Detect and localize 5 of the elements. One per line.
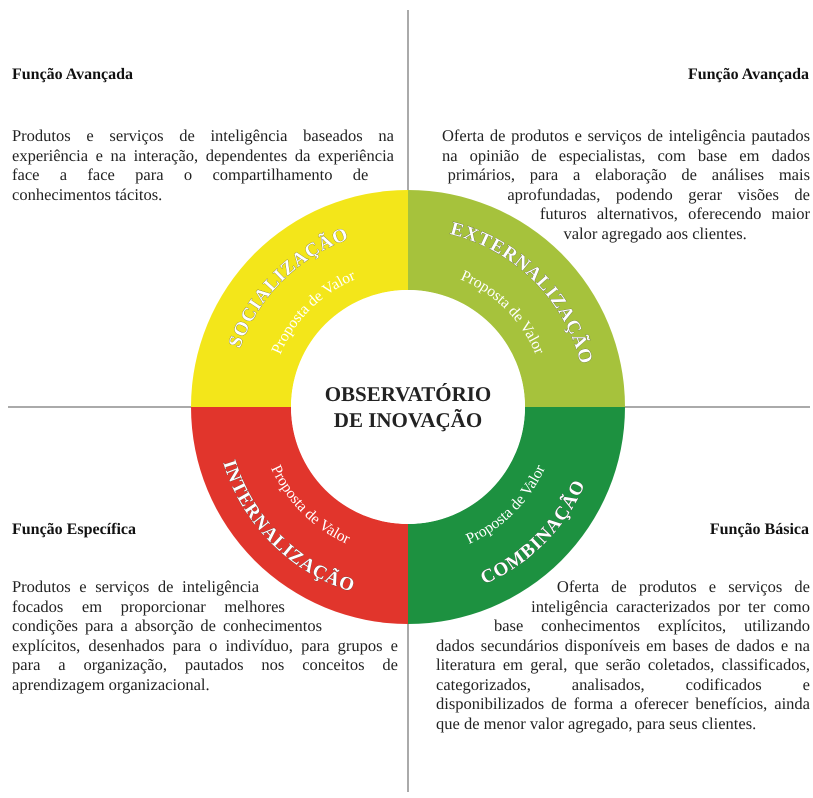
section-heading: Função Avançada [12, 66, 134, 84]
section-heading: Função Básica [710, 521, 809, 539]
center-title: OBSERVATÓRIO DE INOVAÇÃO [324, 381, 492, 433]
section-heading: Função Avançada [688, 66, 809, 84]
section-heading: Função Específica [12, 521, 136, 539]
